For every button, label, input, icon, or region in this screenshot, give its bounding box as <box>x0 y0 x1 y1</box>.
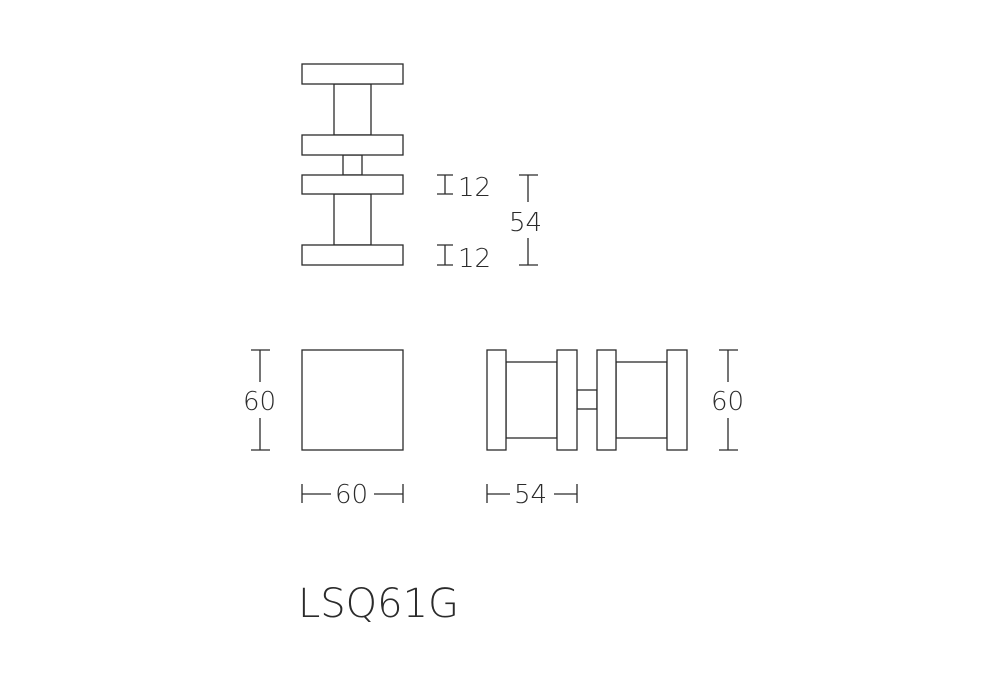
side-view-plate-2 <box>556 349 578 451</box>
dim-side-height-label: 60 <box>711 387 744 417</box>
side-view: 54 60 <box>486 349 744 510</box>
dim-plate-thickness-top-label: 12 <box>458 173 491 203</box>
dim-plate-thickness-bottom-label: 12 <box>458 244 491 274</box>
model-code: LSQ61G <box>298 581 459 627</box>
top-view-plate-4 <box>301 244 404 266</box>
front-view-square-knob <box>301 349 404 451</box>
dim-side-depth-label: 54 <box>514 480 547 510</box>
dim-plate-thickness-bottom: 12 <box>437 244 491 274</box>
top-view-spindle-lower <box>333 193 372 246</box>
top-view-plate-1 <box>301 63 404 85</box>
side-view-spindle-left <box>505 361 558 439</box>
side-view-plate-4 <box>666 349 688 451</box>
dim-side-height: 60 <box>711 349 744 451</box>
dim-side-depth: 54 <box>486 480 578 510</box>
dim-plate-thickness-top: 12 <box>437 173 491 203</box>
top-view-spindle-middle <box>342 154 363 176</box>
dim-front-width: 60 <box>301 480 404 510</box>
dim-front-height-label: 60 <box>243 387 276 417</box>
dim-front-width-label: 60 <box>335 480 368 510</box>
side-view-spindle-middle <box>576 389 598 410</box>
dim-front-height: 60 <box>243 349 276 451</box>
top-view: 12 12 54 <box>301 63 542 274</box>
top-view-spindle-upper <box>333 83 372 136</box>
top-view-plate-2 <box>301 134 404 156</box>
side-view-plate-3 <box>596 349 617 451</box>
side-view-spindle-right <box>615 361 668 439</box>
dim-overall-height: 54 <box>509 174 542 266</box>
top-view-plate-3 <box>301 174 404 195</box>
dim-overall-height-label: 54 <box>509 208 542 238</box>
front-view: 60 60 <box>243 349 404 510</box>
side-view-plate-1 <box>486 349 507 451</box>
